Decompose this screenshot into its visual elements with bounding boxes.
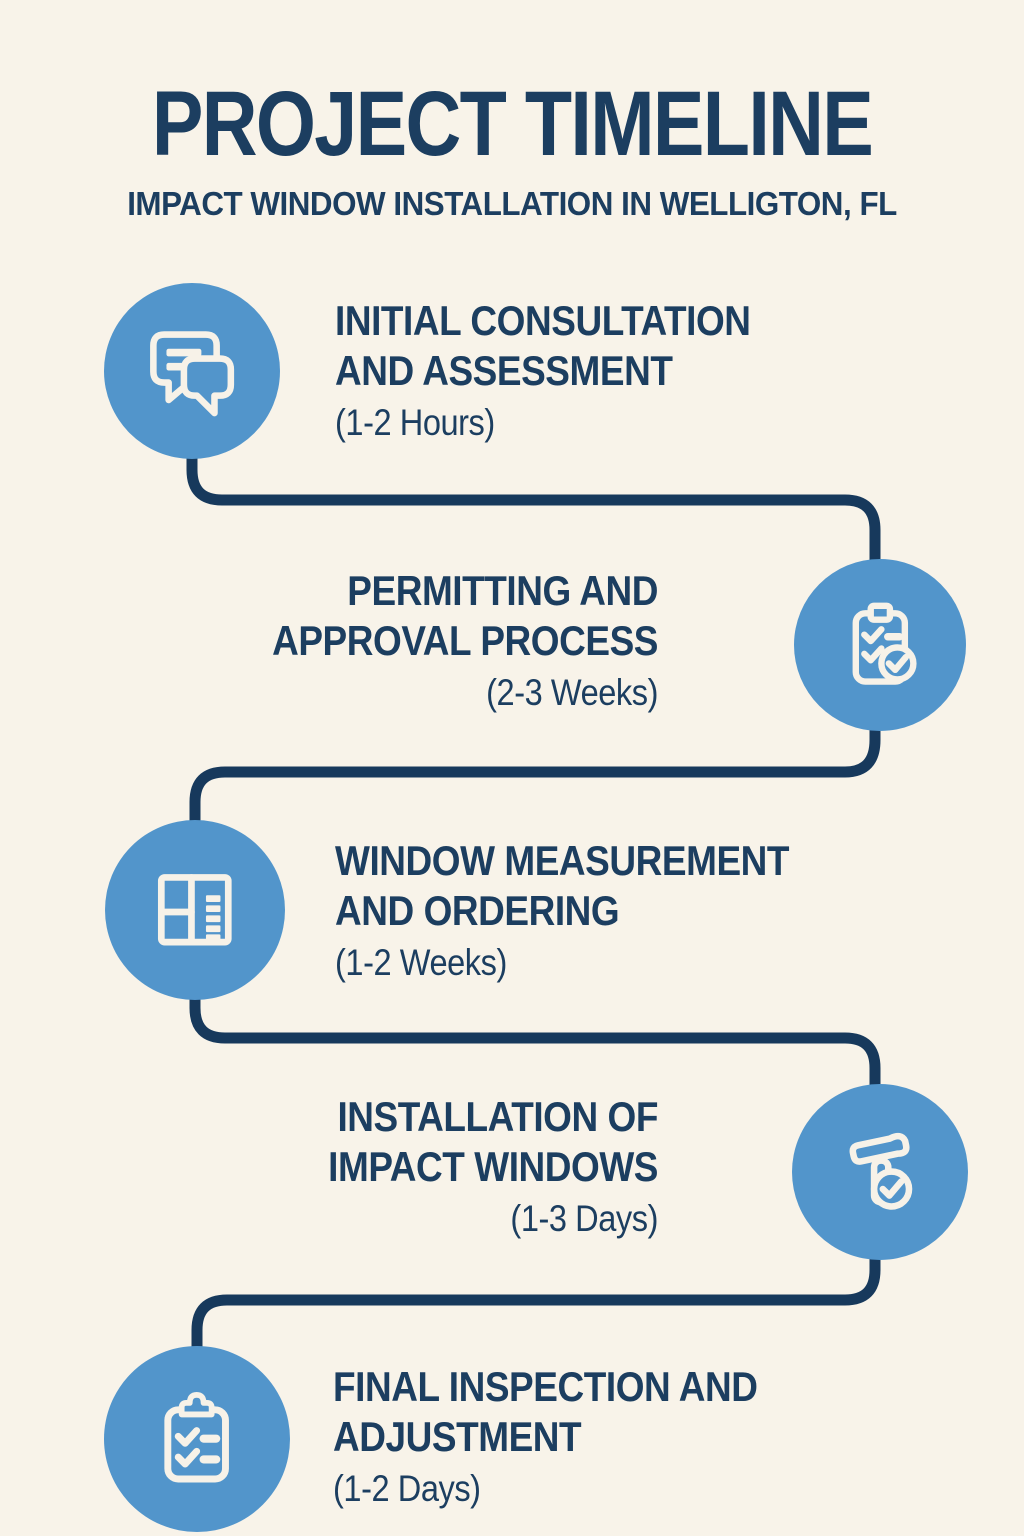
step-3-circle (105, 820, 285, 1000)
step-2-text: PERMITTING AND APPROVAL PROCESS (2-3 Wee… (200, 566, 658, 716)
step-4-title: INSTALLATION OF IMPACT WINDOWS (328, 1093, 658, 1190)
step-1-text: INITIAL CONSULTATION AND ASSESSMENT (1-2… (335, 296, 845, 446)
page-subtitle: IMPACT WINDOW INSTALLATION IN WELLIGTON,… (127, 185, 897, 222)
step-2-title: PERMITTING AND APPROVAL PROCESS (272, 567, 658, 664)
hammer-check-icon (849, 1133, 913, 1211)
step-4-circle (792, 1084, 968, 1260)
step-1-circle (104, 283, 280, 459)
step-5-circle (104, 1346, 290, 1532)
step-1-title: INITIAL CONSULTATION AND ASSESSMENT (335, 297, 751, 394)
window-measurement-icon (158, 874, 232, 946)
inspection-checklist-icon (164, 1392, 230, 1483)
clipboard-approval-icon (852, 602, 917, 685)
step-4-text: INSTALLATION OF IMPACT WINDOWS (1-3 Days… (200, 1092, 658, 1242)
step-1-duration: (1-2 Hours) (335, 402, 495, 443)
step-5-title: FINAL INSPECTION AND ADJUSTMENT (333, 1363, 758, 1460)
step-3-text: WINDOW MEASUREMENT AND ORDERING (1-2 Wee… (335, 836, 845, 986)
chat-bubbles-icon (150, 331, 235, 417)
step-2-circle (794, 559, 966, 731)
step-3-title: WINDOW MEASUREMENT AND ORDERING (335, 837, 790, 934)
step-5-duration: (1-2 Days) (333, 1468, 481, 1509)
step-2-duration: (2-3 Weeks) (486, 672, 658, 713)
page-title: PROJECT TIMELINE (151, 73, 874, 175)
step-3-duration: (1-2 Weeks) (335, 942, 507, 983)
step-5-text: FINAL INSPECTION AND ADJUSTMENT (1-2 Day… (333, 1362, 843, 1512)
step-4-duration: (1-3 Days) (510, 1198, 658, 1239)
